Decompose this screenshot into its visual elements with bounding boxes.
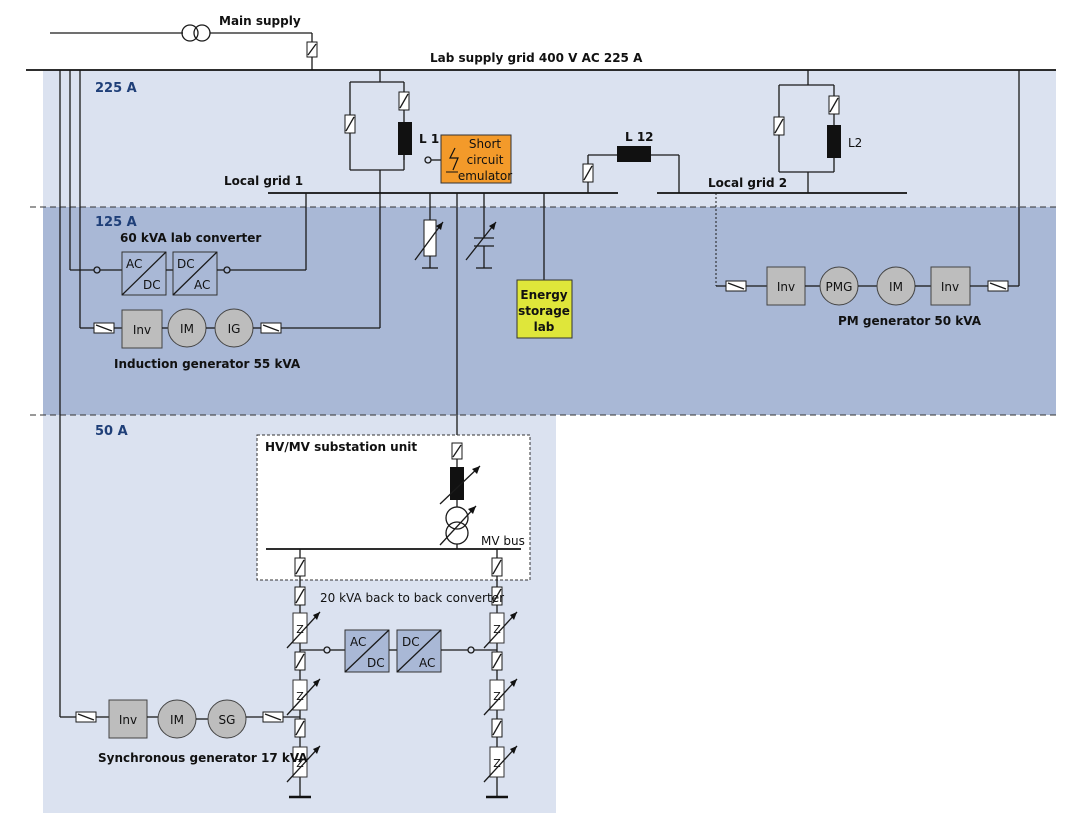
mv-bus-label: MV bus [481, 534, 525, 548]
converter-dc-ac: DC AC [396, 629, 442, 673]
svg-text:AC: AC [194, 278, 210, 292]
switch-icon [491, 718, 503, 738]
inductor-l12-label: L 12 [625, 130, 654, 144]
substation-unit [256, 434, 531, 581]
svg-text:DC: DC [177, 257, 195, 271]
svg-text:Z: Z [493, 690, 501, 703]
switch-icon [262, 711, 284, 723]
impedance-z: Z [286, 745, 321, 783]
inductor-l1-label: L 1 [419, 132, 439, 146]
converter-ac-dc: AC DC [344, 629, 390, 673]
svg-text:IM: IM [889, 280, 903, 294]
zone-225a [43, 70, 1056, 207]
switch-icon [344, 114, 356, 134]
zone-label-125: 125 A [95, 215, 137, 230]
switch-icon [294, 651, 306, 671]
svg-text:DC: DC [367, 656, 385, 670]
energy-storage-label-1: Energy [520, 288, 567, 302]
svg-text:Inv: Inv [119, 713, 137, 727]
inverter-box [121, 309, 163, 349]
switch-icon [828, 95, 840, 115]
induction-generator-label: Induction generator 55 kVA [114, 357, 301, 371]
inductor-l12 [617, 146, 651, 162]
impedance-z: Z [286, 678, 321, 716]
inductor-l2-label: L2 [848, 136, 862, 150]
switch-icon [93, 322, 115, 334]
svg-text:AC: AC [419, 656, 435, 670]
short-circuit-label-3: emulator [458, 169, 512, 183]
svg-text:DC: DC [143, 278, 161, 292]
switch-icon [725, 280, 747, 292]
synchronous-generator-label: Synchronous generator 17 kVA [98, 751, 308, 765]
svg-text:Inv: Inv [777, 280, 795, 294]
svg-text:Z: Z [296, 757, 304, 770]
inverter-box [766, 266, 806, 306]
svg-text:Inv: Inv [941, 280, 959, 294]
switch-icon [75, 711, 97, 723]
switch-icon [398, 91, 410, 111]
switch-icon [294, 557, 306, 577]
svg-text:Inv: Inv [133, 323, 151, 337]
short-circuit-label-2: circuit [467, 153, 504, 167]
lab-converter-title: 60 kVA lab converter [120, 231, 261, 245]
local-grid-2-label: Local grid 2 [708, 176, 787, 190]
switch-icon [773, 116, 785, 136]
zone-label-50: 50 A [95, 424, 128, 439]
converter-dc-ac: DC AC [172, 251, 218, 296]
svg-text:IM: IM [170, 713, 184, 727]
short-circuit-label-1: Short [469, 137, 501, 151]
main-supply-label: Main supply [219, 14, 301, 28]
svg-text:AC: AC [126, 257, 142, 271]
synchronous-generator-circle [207, 699, 247, 739]
svg-text:DC: DC [402, 635, 420, 649]
b2b-converter-title: 20 kVA back to back converter [320, 591, 504, 605]
svg-text:Z: Z [493, 757, 501, 770]
inductor-l2 [827, 125, 841, 158]
impedance-z: Z [286, 611, 321, 649]
converter-ac-dc: AC DC [121, 251, 167, 296]
zone-label-225: 225 A [95, 81, 137, 96]
inductor-l1 [398, 122, 412, 155]
substation-label: HV/MV substation unit [265, 440, 417, 454]
switch-icon [491, 651, 503, 671]
lightning-icon [446, 147, 459, 173]
switch-icon [294, 586, 306, 606]
switch-icon [582, 163, 594, 183]
transformer-icon [181, 24, 211, 42]
svg-text:PMG: PMG [826, 280, 853, 294]
svg-text:Z: Z [296, 690, 304, 703]
svg-text:Z: Z [493, 623, 501, 636]
local-grid-1-label: Local grid 1 [224, 174, 303, 188]
pm-generator-label: PM generator 50 kVA [838, 314, 982, 328]
switch-icon [294, 718, 306, 738]
energy-storage-label-3: lab [534, 320, 555, 334]
switch-icon [491, 557, 503, 577]
switch-icon [987, 280, 1009, 292]
energy-storage-lab [516, 279, 573, 339]
switch-icon [306, 41, 318, 58]
impedance-z: Z [483, 745, 518, 783]
svg-text:Z: Z [296, 623, 304, 636]
lab-grid-label: Lab supply grid 400 V AC 225 A [430, 51, 643, 65]
svg-text:IM: IM [180, 322, 194, 336]
switch-icon [491, 586, 503, 606]
svg-text:SG: SG [219, 713, 236, 727]
inverter-box [108, 699, 148, 739]
energy-storage-label-2: storage [518, 304, 570, 318]
svg-text:AC: AC [350, 635, 366, 649]
short-circuit-emulator [440, 134, 512, 184]
switch-icon [260, 322, 282, 334]
impedance-z: Z [483, 611, 518, 649]
impedance-z: Z [483, 678, 518, 716]
switch-icon [451, 442, 463, 460]
svg-text:IG: IG [228, 322, 241, 336]
